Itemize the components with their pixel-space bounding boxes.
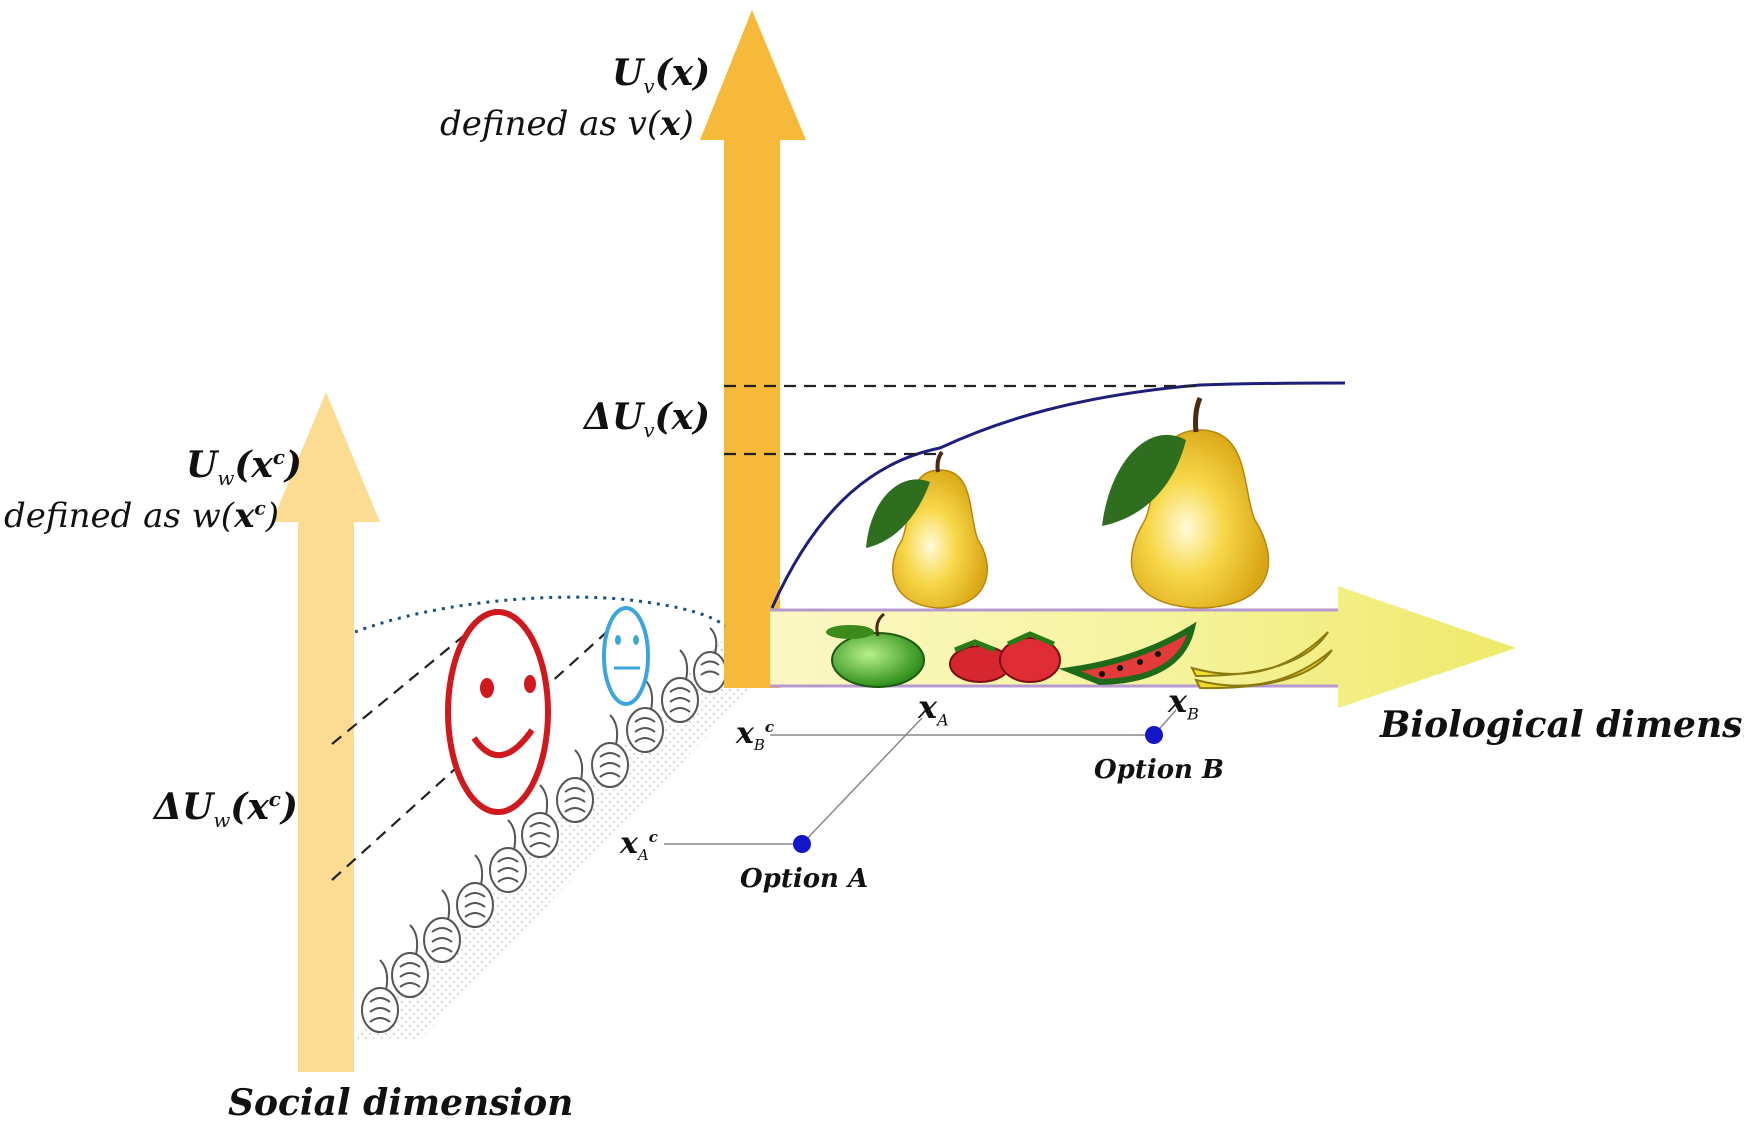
xb-sub: B [1187,704,1199,724]
banana-icon [1190,631,1333,690]
watermelon-icon [1058,621,1197,686]
uw-var: x [251,444,273,486]
delta-uv-label: ΔUv(x) [584,396,710,442]
xa-label: xA [918,688,949,729]
smiley-face-icon [445,609,551,815]
uv-def-suffix: ) [680,104,694,144]
xa-connector [801,717,923,845]
uv-symbol: U [612,52,644,94]
social-utility-definition: defined as w(xc) [4,496,279,536]
xb-var: x [1168,682,1188,720]
xbc-sub: B [753,736,765,754]
xac-label: xAc [620,826,658,864]
xbc-label: xBc [736,716,774,754]
xa-var: x [918,688,938,726]
option-a-point [793,835,811,853]
xac-var: x [620,826,638,861]
pear-icon [866,450,989,609]
delta-uw-lower-line [331,619,621,881]
uv-argument: (x) [654,52,711,94]
option-b-label: Option B [1094,755,1224,785]
uw-def-prefix: defined as w( [4,496,235,536]
delta-uv-subscript: v [643,419,655,443]
bottom-axis-label: Social dimension [228,1082,574,1124]
horizontal-axis-label: Biological dimension [1380,704,1744,746]
delta-uv-argument: (x) [654,396,711,438]
biological-utility-definition: defined as v(x) [440,104,694,144]
delta-uw-delta: Δ [154,786,182,828]
option-b-point [1145,726,1163,744]
xac-sub: A [637,846,649,864]
pear-icon [1102,397,1270,609]
uw-def-suffix: ) [265,496,279,536]
xac-sup: c [648,828,658,846]
delta-uw-sup: c [268,787,281,811]
apple-icon [826,612,925,688]
social-utility-label: Uw(xc) [186,444,302,490]
uv-def-var: x [660,104,681,144]
utility-curve [770,381,1346,609]
biological-utility-label: Uv(x) [612,52,710,98]
delta-uw-subscript: w [213,809,231,833]
delta-uw-close: ) [280,786,298,828]
uv-def-prefix: defined as v( [440,104,661,144]
uw-open: ( [234,444,252,486]
uw-def-var: x [234,496,255,536]
uw-subscript: w [217,467,235,491]
delta-uw-label: ΔUw(xc) [154,786,298,832]
social-utility-axis-arrow [272,392,380,1072]
neutral-face-icon [602,606,650,706]
uv-subscript: v [643,75,655,99]
uw-def-sup: c [254,497,266,520]
delta-uw-var: x [247,786,269,828]
xbc-var: x [736,716,754,751]
xa-sub: A [937,710,949,730]
xbc-sup: c [764,718,775,736]
xb-label: xB [1168,682,1199,723]
delta-uv-symbol: U [611,396,644,438]
biological-utility-axis-arrow [700,10,806,688]
uw-symbol: U [186,444,218,486]
uw-close: ) [284,444,302,486]
delta-uw-open: ( [230,786,248,828]
delta-uv-delta: Δ [584,396,612,438]
delta-uw-symbol: U [181,786,214,828]
thumbs-up-icon [361,627,727,1033]
option-a-label: Option A [740,864,869,894]
uw-sup: c [272,445,285,469]
social-dotted-curve [354,595,726,634]
strawberry-icon [949,631,1061,683]
